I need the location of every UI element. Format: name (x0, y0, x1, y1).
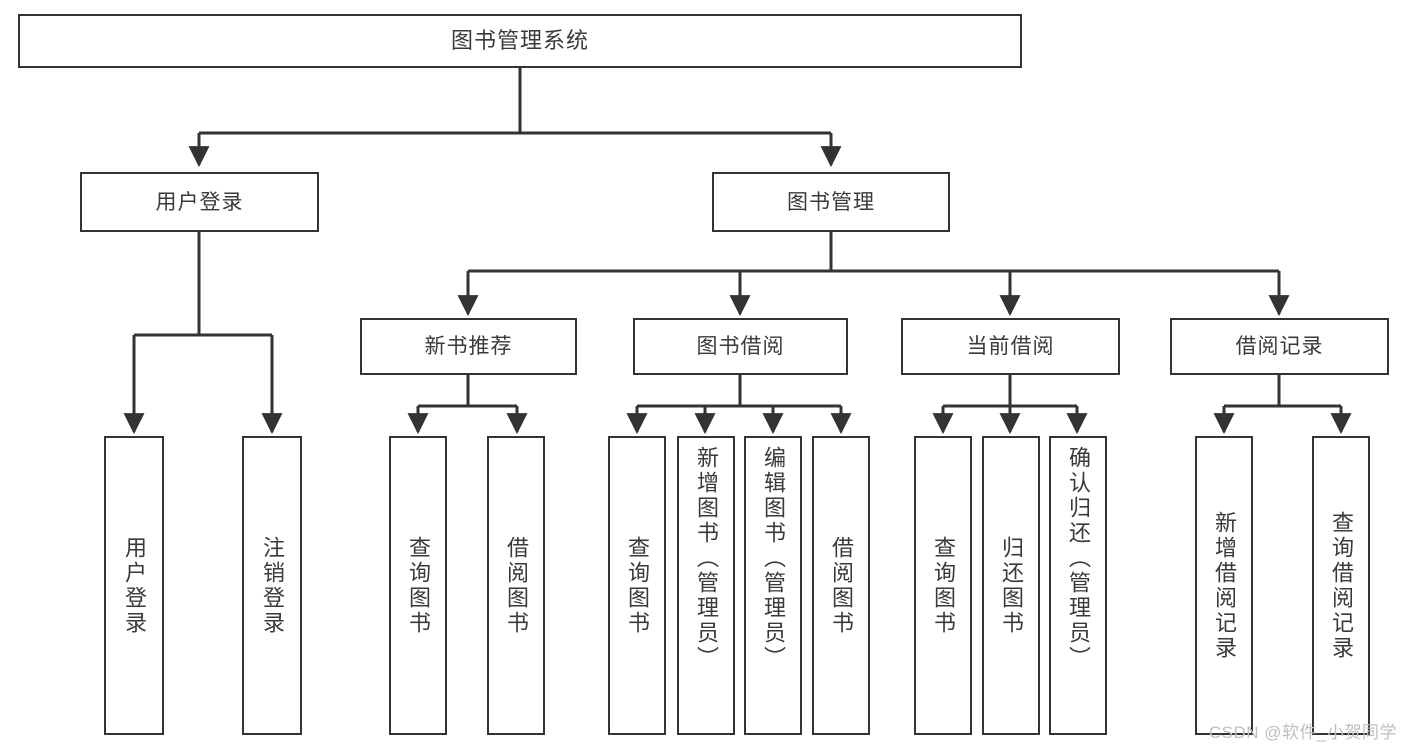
leaf-edit-book-admin[interactable]: 编辑图书（管理员） (744, 436, 802, 735)
leaf-add-borrow-record-label: 新增借阅记录 (1211, 510, 1237, 661)
node-borrow-record[interactable]: 借阅记录 (1170, 318, 1389, 375)
node-root[interactable]: 图书管理系统 (18, 14, 1022, 68)
leaf-edit-book-admin-label: 编辑图书（管理员） (760, 446, 786, 671)
leaf-borrow-book-new[interactable]: 借阅图书 (487, 436, 545, 735)
leaf-query-book-borrow-label: 查询图书 (624, 535, 650, 636)
leaf-query-borrow-record[interactable]: 查询借阅记录 (1312, 436, 1370, 735)
leaf-query-book-borrow[interactable]: 查询图书 (608, 436, 666, 735)
node-current-borrow-label: 当前借阅 (966, 335, 1055, 358)
leaf-add-book-admin-label: 新增图书（管理员） (693, 446, 719, 671)
leaf-confirm-return-admin-label: 确认归还（管理员） (1065, 446, 1091, 671)
node-book-borrow[interactable]: 图书借阅 (633, 318, 848, 375)
leaf-user-login-label: 用户登录 (121, 535, 147, 636)
leaf-query-book-new[interactable]: 查询图书 (389, 436, 447, 735)
leaf-add-borrow-record[interactable]: 新增借阅记录 (1195, 436, 1253, 735)
leaf-return-book[interactable]: 归还图书 (982, 436, 1040, 735)
leaf-borrow-book[interactable]: 借阅图书 (812, 436, 870, 735)
leaf-query-borrow-record-label: 查询借阅记录 (1328, 510, 1354, 661)
node-current-borrow[interactable]: 当前借阅 (901, 318, 1120, 375)
leaf-logout-label: 注销登录 (259, 535, 285, 636)
leaf-return-book-label: 归还图书 (998, 535, 1024, 636)
node-book-borrow-label: 图书借阅 (696, 335, 785, 358)
node-book-management[interactable]: 图书管理 (712, 172, 950, 232)
leaf-borrow-book-label: 借阅图书 (828, 535, 854, 636)
node-borrow-record-label: 借阅记录 (1235, 335, 1324, 358)
node-new-book-recommend-label: 新书推荐 (424, 335, 513, 358)
leaf-logout[interactable]: 注销登录 (242, 436, 302, 735)
leaf-query-book-new-label: 查询图书 (405, 535, 431, 636)
leaf-query-book-current-label: 查询图书 (930, 535, 956, 636)
node-new-book-recommend[interactable]: 新书推荐 (360, 318, 577, 375)
leaf-user-login[interactable]: 用户登录 (104, 436, 164, 735)
leaf-add-book-admin[interactable]: 新增图书（管理员） (677, 436, 735, 735)
leaf-confirm-return-admin[interactable]: 确认归还（管理员） (1049, 436, 1107, 735)
node-user-login-label: 用户登录 (155, 190, 244, 214)
node-user-login[interactable]: 用户登录 (80, 172, 319, 232)
node-book-management-label: 图书管理 (787, 190, 875, 214)
leaf-borrow-book-new-label: 借阅图书 (503, 535, 529, 636)
leaf-query-book-current[interactable]: 查询图书 (914, 436, 972, 735)
node-root-label: 图书管理系统 (450, 28, 589, 53)
